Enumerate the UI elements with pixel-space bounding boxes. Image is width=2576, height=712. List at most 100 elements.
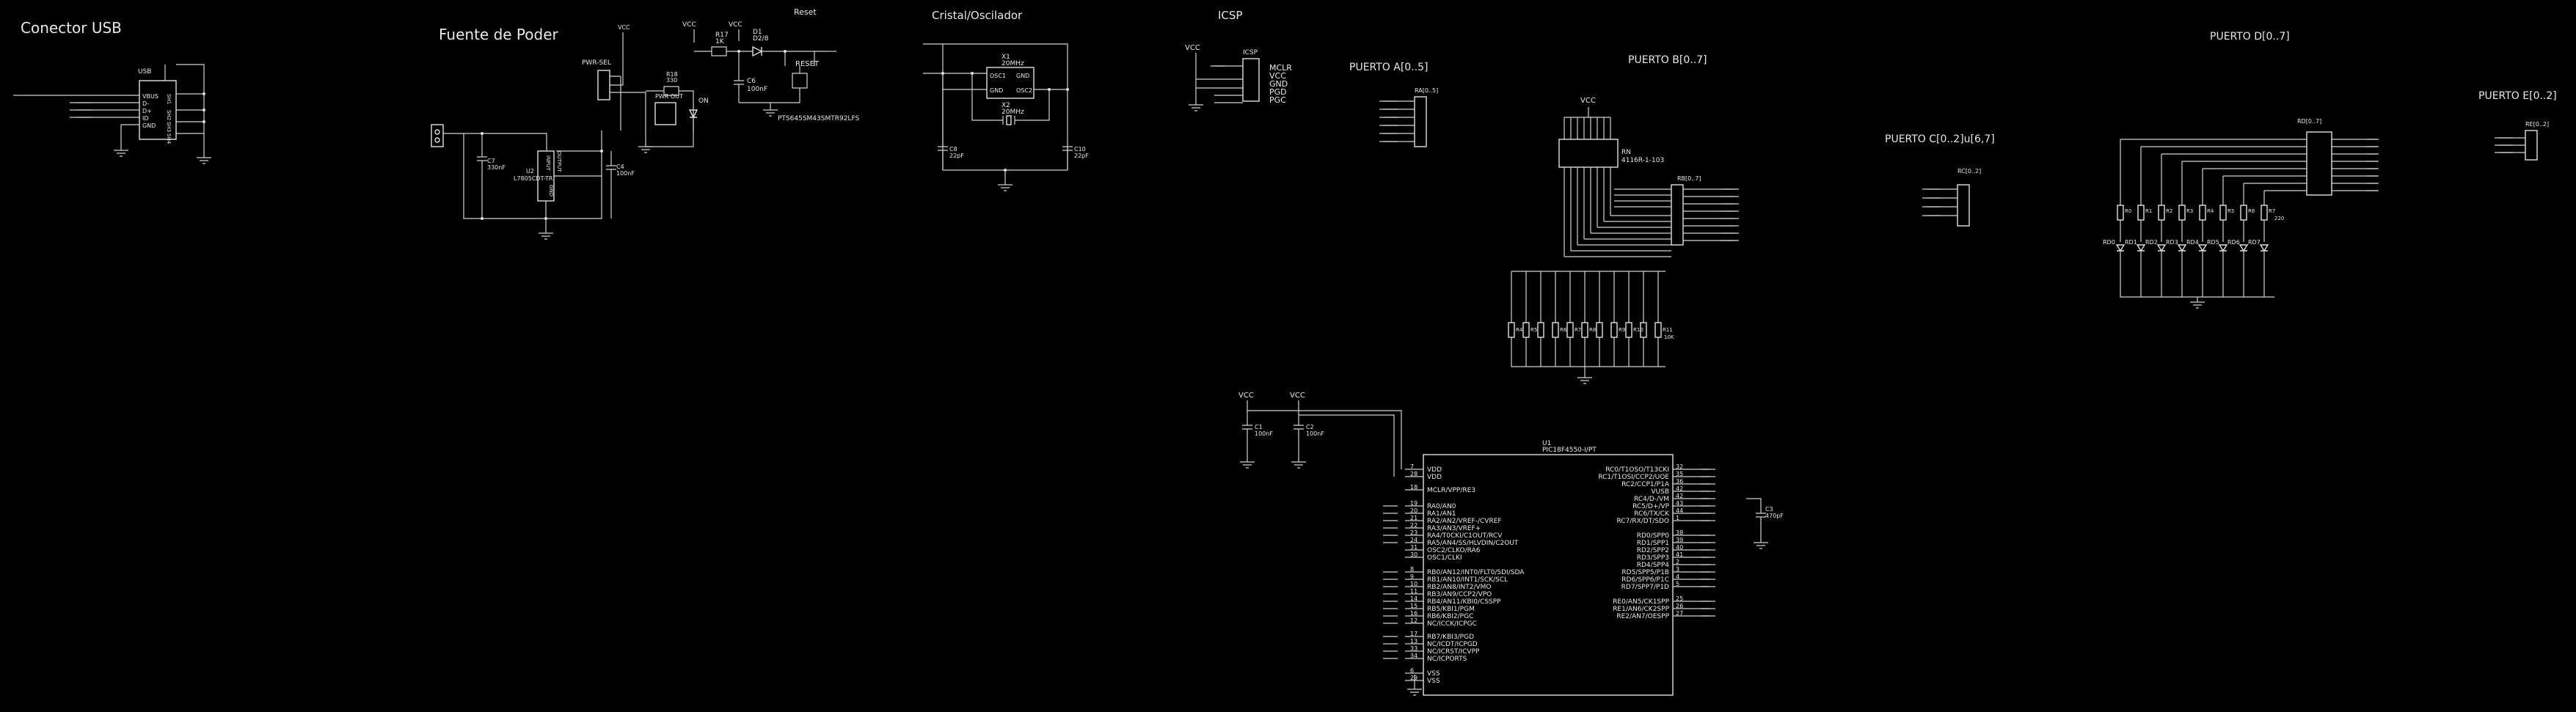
portc-section-title: PUERTO C[0..2]u[6,7] [1885,133,1995,145]
mcu-pin-number-left: 34 [1410,653,1417,659]
x1-pin-gnd-1: GND [1016,73,1029,79]
portd-led-2: RD2 [2145,239,2158,246]
icsp-section-title: ICSP [1218,9,1242,22]
mcu-pin-number-right: 1 [1676,515,1679,521]
vcc-portb: VCC [1580,97,1596,105]
usb-shield-1: SH1 [166,94,172,104]
c8-value: 22pF [949,153,964,159]
c3-value: 470pF [1765,513,1784,519]
portb-pull-1: R5 [1530,327,1537,333]
mcu-pin-label-left: RB1/AN10/INT1/SCK/SCL [1427,576,1508,584]
icsp-pin-pgc: PGC [1269,95,1286,105]
mcu-pin-label-left: VSS [1427,678,1440,685]
usb-pin-dminus: D- [142,100,149,107]
c2-label: C2 [1306,424,1314,430]
regulator-pin-input: INPUT [545,155,551,172]
usb-shield-3: SH3 [166,122,172,132]
porte-header: RE[0..2] [2525,121,2549,128]
mcu-pin-number-left: 8 [1410,566,1414,573]
reset-block: VCC VCC R17 1K D1 D2/8 C6 100nF RESET PT… [682,21,859,122]
portb-pull-2: R6 [1560,327,1567,333]
mcu-pin-number-right: 41 [1676,551,1683,558]
mcu-pin-label-right: RE0/AN5/CK1SPP [1613,598,1669,606]
mcu-pin-label-right: RC0/T1OSO/T13CKI [1605,466,1669,474]
mcu-pin-label-left: RB6/KBI2/PGC [1427,613,1473,620]
mcu-pin-label-left: VDD [1427,474,1442,481]
c10-value: 22pF [1074,153,1089,159]
reset-button-label: RESET [795,60,820,68]
mcu-pin-number-left: 7 [1410,463,1414,470]
c4-label: C4 [616,164,624,170]
mcu-pin-label-left: RB3/AN9/CCP2/VPO [1427,591,1492,598]
mcu-pin-number-left: 12 [1410,617,1417,624]
mcu-pin-label-left: RB7/KBI3/PGD [1427,634,1474,641]
vcc-icsp: VCC [1185,44,1200,52]
mcu-pin-label-left: NC/ICPORTS [1427,656,1467,663]
mcu-pin-label-left: VSS [1427,670,1440,678]
mcu-pin-number-right: 39 [1676,537,1683,543]
mcu-pin-label-right: RC4/D-/VM [1634,496,1669,503]
x1-label: X1 [1001,54,1010,61]
pwr-out-label: PWR OUT [655,93,683,100]
regulator-part: L7805CDT-TR [514,175,553,182]
c3-label: C3 [1765,506,1773,513]
mcu-pin-number-right: 25 [1676,595,1683,602]
portd-led-5: RD5 [2207,239,2219,246]
reset-part-number: PTS645SM43SMTR92LFS [778,115,859,122]
portb-header: RB[0..7] [1677,175,1701,182]
mcu-decoupling-block: VCC VCC C1 100nF C2 100nF C3 470pF [1238,392,1784,549]
x1-pin-gnd-2: GND [990,87,1003,94]
portb-pull-7: R11 [1663,327,1673,333]
mcu-pin-label-right: RC1/T1OSI/CCP2/UOE [1598,474,1669,481]
vcc-reset-2: VCC [729,21,742,29]
mcu-pin-number-right: 42 [1676,493,1683,499]
icsp-pin-mclr: MCLR [1269,63,1292,73]
usb-shield-2: SH2 [166,110,172,120]
regulator-pin-output: OUTPUT [556,151,562,172]
mcu-pin-number-left: 6 [1410,667,1414,674]
portd-res-6: R6 [2248,208,2255,214]
portd-res-0: R0 [2125,208,2131,214]
mcu-pin-number-right: 42 [1676,485,1683,492]
c8-label: C8 [949,146,957,153]
mcu-pin-number-left: 22 [1410,522,1417,529]
power-supply-block: U2 L7805CDT-TR INPUT OUTPUT GND C7 330nF… [431,24,709,240]
mcu-pin-label-right: RC6/TX/CK [1634,510,1670,518]
portb-section-title: PUERTO B[0..7] [1628,54,1707,66]
osc-section-title: Cristal/Oscilador [932,9,1023,22]
portd-led-0: RD0 [2103,239,2115,246]
x2-value: 20MHz [1001,109,1024,116]
icsp-ref: ICSP [1243,49,1258,56]
c10-label: C10 [1074,146,1086,153]
c7-label: C7 [487,158,495,164]
reset-section-title: Reset [794,7,817,17]
mcu-pin-label-left: RB4/AN11/KBI0/CSSPP [1427,598,1501,606]
mcu-pin-label-right: RC5/D+/VP [1632,503,1670,510]
mcu-pin-number-left: 10 [1410,581,1417,587]
portd-res-value: 220 [2274,216,2284,221]
usb-pin-dplus: D+ [142,108,152,114]
mcu-ref: U1 [1542,440,1551,447]
porta-section-title: PUERTO A[0..5] [1349,62,1428,73]
regulator-ref: U2 [526,168,534,175]
portd-res-4: R4 [2207,208,2214,214]
vcc-c1: VCC [1238,392,1254,400]
mcu-pin-label-right: RE1/AN6/CK2SPP [1613,606,1669,613]
mcu-pin-number-right: 3 [1676,566,1679,573]
mcu-pin-label-right: RD5/SPP5/P1B [1621,569,1669,576]
d1-label: D1 [753,29,762,36]
led-on-label: ON [698,98,709,105]
mcu-pin-label-right: RC2/CCP1/P1A [1621,481,1670,488]
mcu-pin-label-right: RD6/SPP6/P1C [1621,576,1669,584]
power-section-title: Fuente de Poder [439,26,559,43]
portd-header: RD[0..7] [2297,118,2321,125]
mcu-pin-number-right: 40 [1676,544,1683,551]
mcu-pin-number-left: 19 [1410,500,1417,507]
mcu-pin-label-left: RA4/T0CKI/C1OUT/RCV [1427,532,1503,540]
mcu-pin-number-left: 31 [1410,544,1417,551]
c1-value: 100nF [1255,430,1273,437]
x1-pin-osc2: OSC2 [1016,87,1032,94]
portd-res-1: R1 [2145,208,2152,214]
